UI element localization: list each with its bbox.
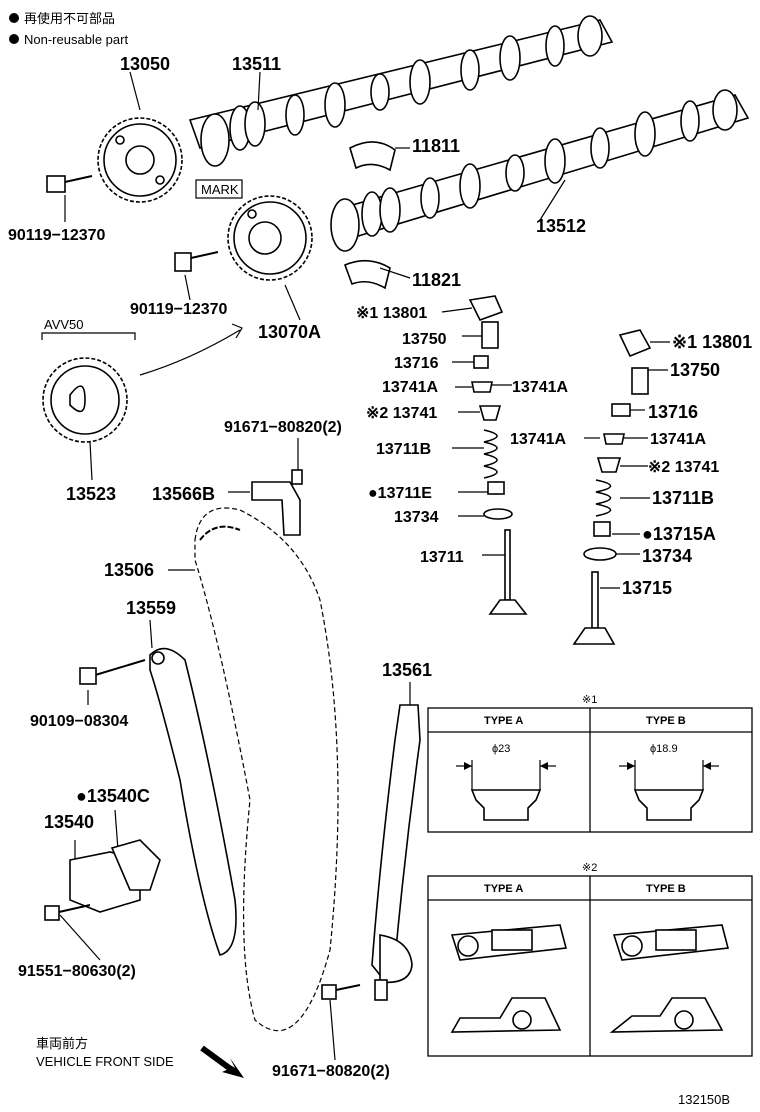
label-13741-a: ※2 13741 — [366, 405, 437, 422]
label-13540c: ●13540C — [76, 786, 150, 806]
chain-damper-13566b — [251, 481, 301, 536]
table1-dim-b: ϕ18.9 — [650, 743, 678, 755]
label-13716-b: 13716 — [648, 402, 698, 422]
label-13801-a: ※1 13801 — [356, 305, 427, 322]
camshaft-13512 — [330, 89, 750, 252]
cam-timing-gear-13050 — [97, 117, 183, 203]
mark-box — [195, 179, 243, 199]
front-arrow-icon — [205, 1050, 244, 1078]
label-13741a-c: 13741A — [510, 431, 566, 448]
label-13711b-b: 13711B — [652, 488, 714, 508]
label-91671-a: 91671−80820(2) — [224, 419, 342, 436]
table-type-2 — [427, 875, 753, 1057]
leader-lines — [59, 71, 670, 1061]
label-90119-a: 90119−12370 — [8, 227, 106, 244]
bolt-91551 — [44, 905, 60, 921]
label-13715a: ●13715A — [642, 524, 716, 544]
table-type-1 — [427, 707, 753, 833]
avv50-arrow — [139, 329, 241, 376]
label-13734-a: 13734 — [394, 509, 439, 526]
crank-gear-13523 — [42, 357, 128, 443]
label-13716-a: 13716 — [394, 355, 439, 372]
bolt-90109 — [91, 659, 146, 677]
label-13566b: 13566B — [152, 484, 215, 504]
camshaft-13511 — [188, 15, 614, 167]
timing-chain-13506 — [194, 507, 339, 1032]
valve-train-left — [468, 295, 528, 615]
label-11811: 11811 — [412, 136, 460, 156]
label-13512: 13512 — [536, 216, 586, 236]
table2-note: ※2 — [582, 862, 597, 874]
label-91551: 91551−80630(2) — [18, 963, 136, 980]
label-11821: 11821 — [412, 270, 461, 290]
bolt-90119-a — [46, 175, 93, 193]
front-label-en: VEHICLE FRONT SIDE — [36, 1054, 174, 1069]
label-13741a-d: 13741A — [650, 431, 706, 448]
table1-type-b: TYPE B — [646, 715, 686, 727]
chain-links — [199, 525, 241, 541]
table1-type-a: TYPE A — [484, 715, 523, 727]
tensioner-arm-13559 — [149, 647, 237, 956]
legend-en: Non-reusable part — [24, 32, 128, 47]
bearing-11811 — [349, 141, 396, 172]
label-13540: 13540 — [44, 812, 94, 832]
label-13734-b: 13734 — [642, 546, 692, 566]
cam-timing-gear-13070a — [227, 195, 313, 281]
label-13561: 13561 — [382, 660, 432, 680]
label-13050: 13050 — [120, 54, 170, 74]
label-13523: 13523 — [66, 484, 116, 504]
label-13711e: ●13711E — [368, 485, 432, 502]
bolt-91671-b — [321, 984, 337, 1000]
gasket-13540c — [110, 839, 161, 891]
table2-type-a: TYPE A — [484, 883, 523, 895]
avv50-bracket — [41, 332, 136, 340]
label-13711: 13711 — [420, 549, 464, 566]
label-90109: 90109−08304 — [30, 713, 128, 730]
legend-dot-icon — [9, 34, 19, 44]
label-13715: 13715 — [622, 578, 672, 598]
label-13506: 13506 — [104, 560, 154, 580]
bolt-90119-b — [174, 251, 219, 272]
label-13750-a: 13750 — [402, 331, 447, 348]
label-91671-b: 91671−80820(2) — [272, 1063, 390, 1080]
figure-id: 132150B — [678, 1092, 730, 1107]
bearing-11821 — [343, 259, 391, 290]
label-13511: 13511 — [232, 54, 281, 74]
label-13741-b: ※2 13741 — [648, 459, 719, 476]
legend-jp: 再使用不可部品 — [24, 11, 115, 26]
label-13750-b: 13750 — [670, 360, 720, 380]
table2-type-b: TYPE B — [646, 883, 686, 895]
valve-train-right — [572, 329, 652, 645]
label-13801-b: ※1 13801 — [672, 332, 752, 352]
front-label-jp: 車両前方 — [36, 1036, 88, 1051]
label-13711b-a: 13711B — [376, 441, 431, 458]
table1-dim-a: ϕ23 — [492, 743, 510, 755]
label-13070a: 13070A — [258, 322, 321, 342]
label-90119-b: 90119−12370 — [130, 301, 228, 318]
label-13559: 13559 — [126, 598, 176, 618]
avv50-label: AVV50 — [44, 317, 84, 332]
legend-dot-icon — [9, 13, 19, 23]
label-13741a-a: 13741A — [382, 379, 438, 396]
label-13741a-b: 13741A — [512, 379, 568, 396]
bolt-91671-a — [291, 469, 303, 485]
mark-label: MARK — [201, 182, 239, 197]
table1-note: ※1 — [582, 694, 597, 706]
